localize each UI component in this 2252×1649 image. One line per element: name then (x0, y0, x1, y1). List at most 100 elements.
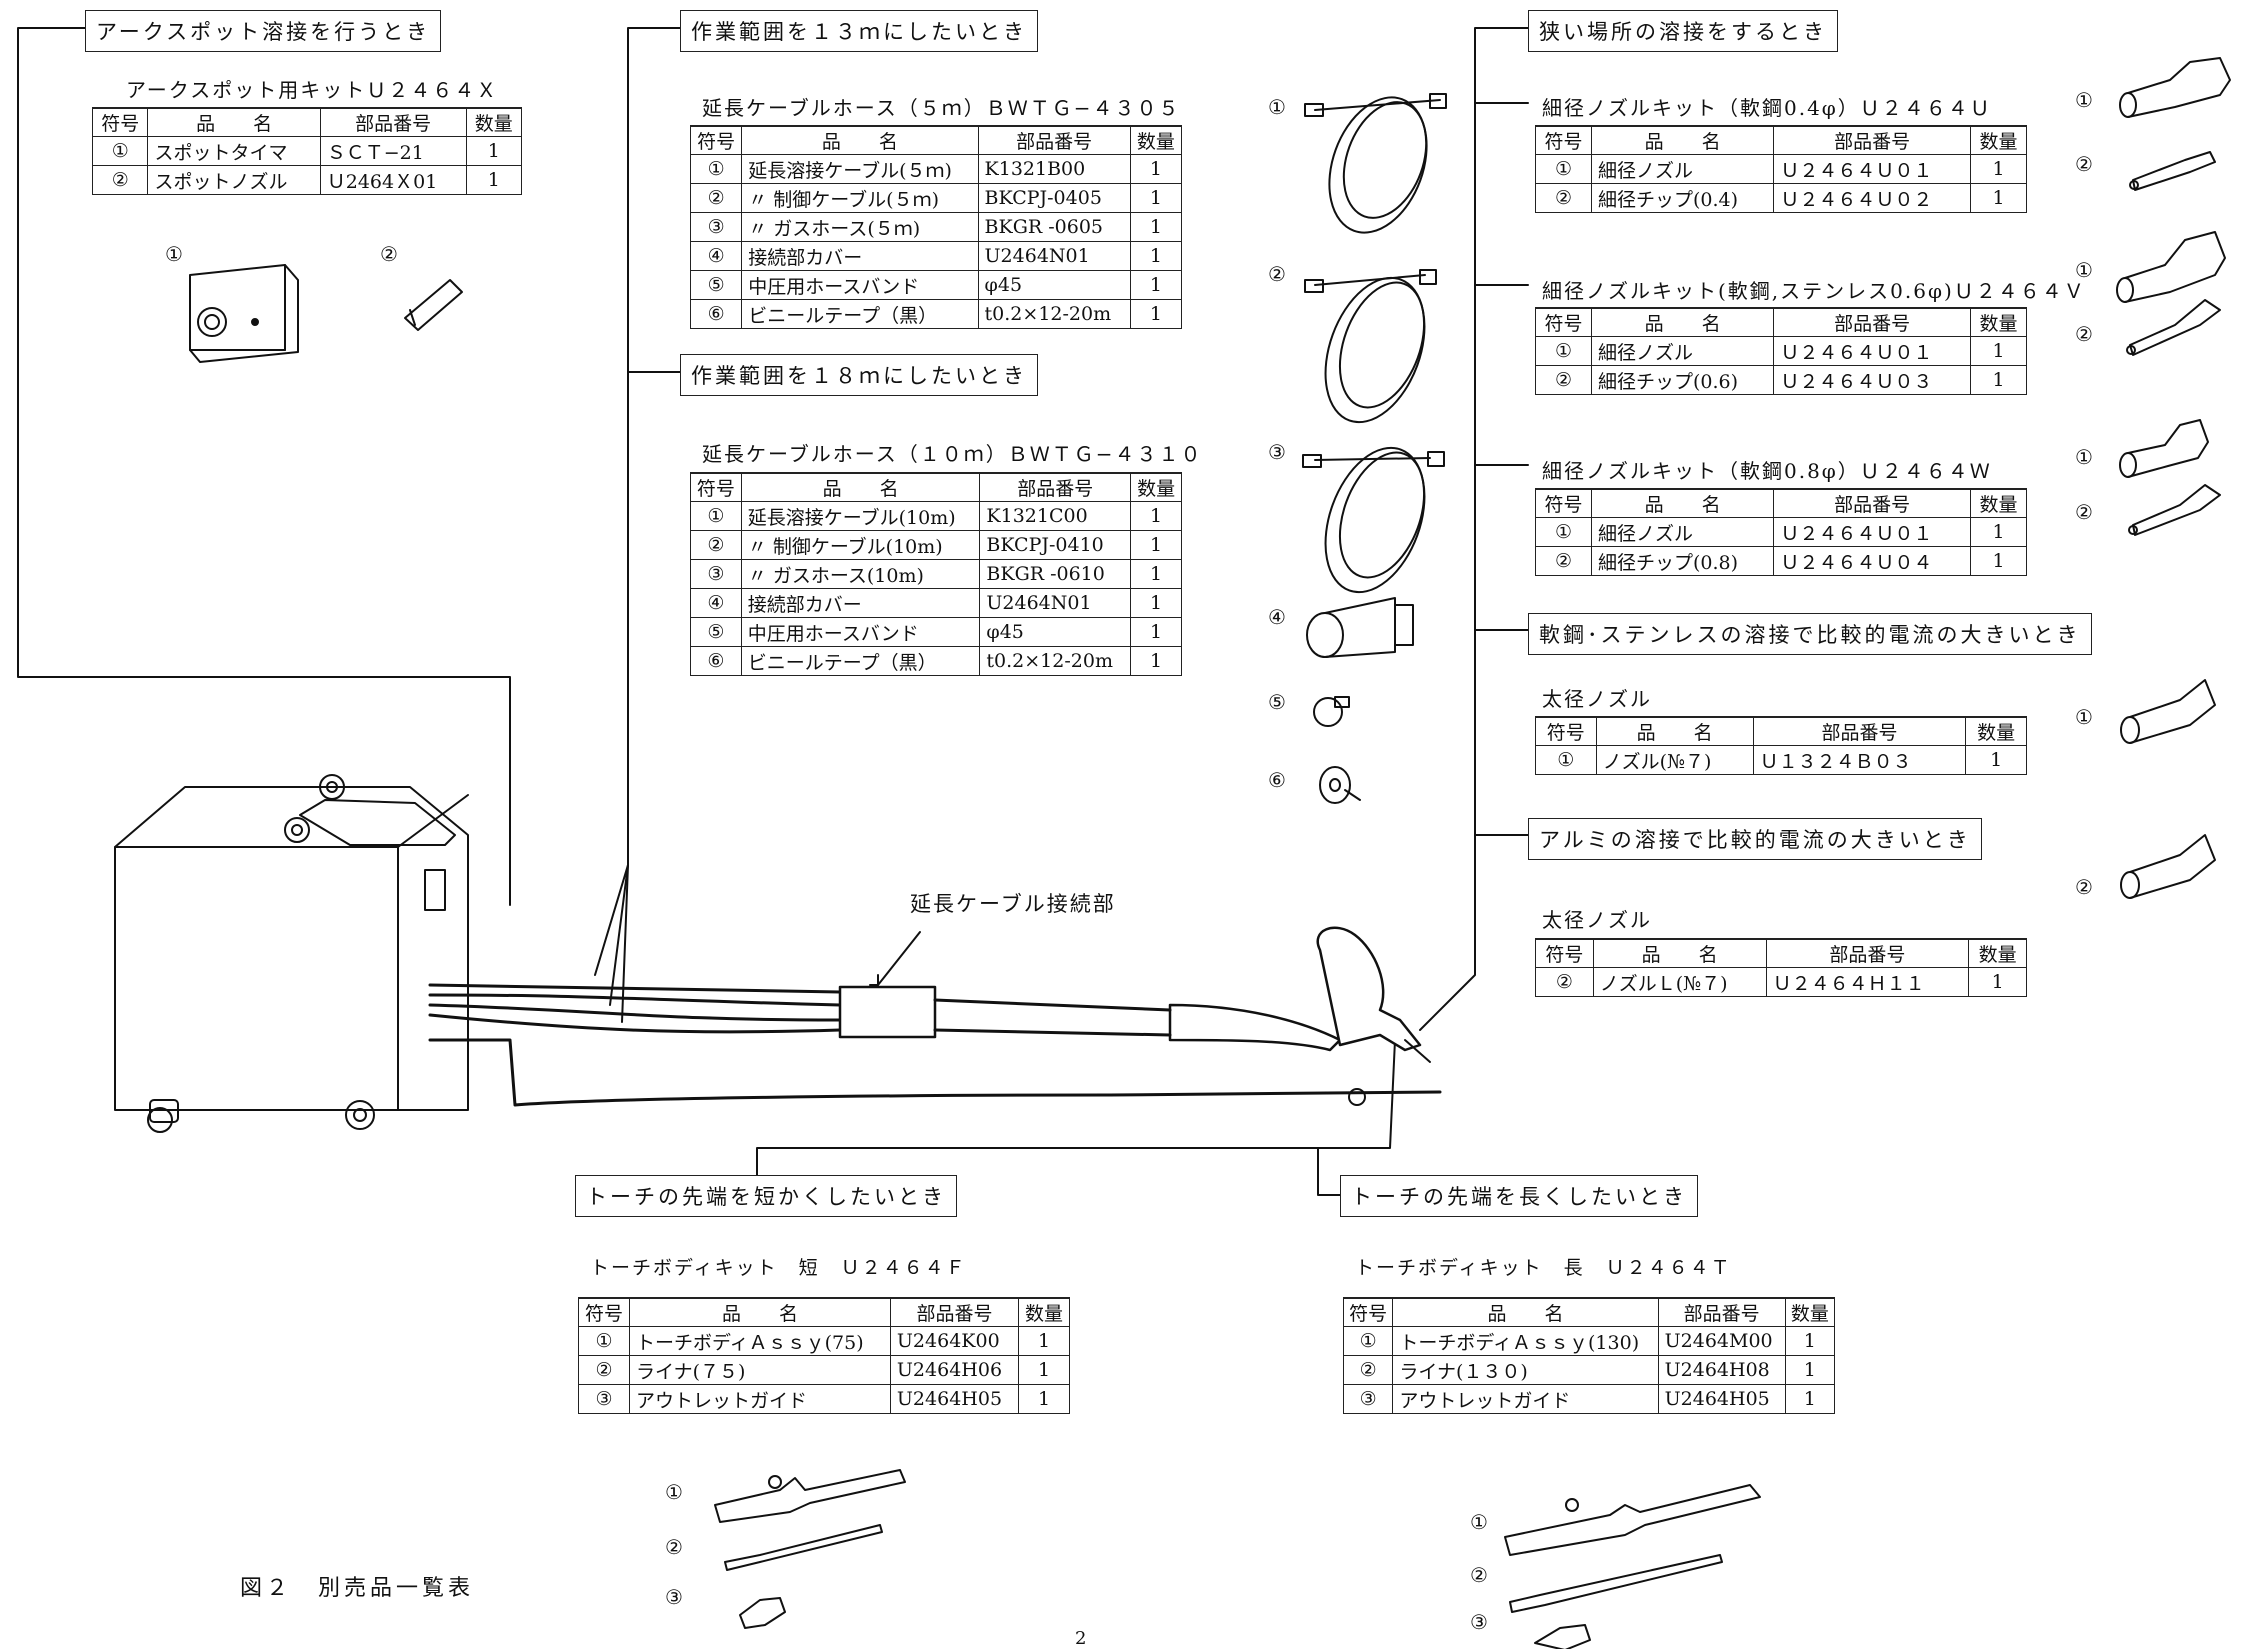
cell-part: K1321B00 (977, 154, 1131, 184)
header-sym: 符号 (1534, 488, 1593, 518)
header-qty: 数量 (1968, 938, 2027, 968)
cell-name: トーチボディＡｓｓｙ(130) (1392, 1326, 1659, 1356)
spot-timer-illustration (189, 264, 299, 363)
cell-qty: 1 (1017, 1326, 1071, 1356)
cell-sym: ① (1534, 154, 1593, 184)
cell-part: Ｕ２４６４Ｕ０１ (1773, 154, 1971, 184)
fig-num: ② (1268, 262, 1286, 286)
nozzle-3 (2119, 419, 2209, 478)
fig-num: ⑤ (1268, 690, 1286, 714)
cell-qty: 1 (1784, 1355, 1836, 1385)
cell-part: U2464H05 (889, 1384, 1019, 1414)
cell-name: ライナ(７５) (628, 1355, 891, 1385)
nozzle-2 (2116, 231, 2226, 303)
extension-cables (428, 983, 1442, 1107)
cell-name: 〃 ガスホース(５ｍ) (741, 212, 979, 242)
cell-qty: 1 (1130, 588, 1182, 618)
header-part: 部品番号 (1773, 307, 1971, 337)
cell-sym: ① (1535, 745, 1597, 775)
title-18m-kit: 延長ケーブルホース（１０ｍ）ＢＷＴＧ−４３１０ (702, 442, 1203, 466)
connection-cover-illustration (1306, 597, 1414, 658)
cell-name: 細径チップ(0.6) (1591, 365, 1775, 395)
cell-qty: 1 (1130, 530, 1182, 560)
cell-part: φ45 (979, 617, 1132, 647)
cell-part: U2464H06 (889, 1355, 1019, 1385)
cell-sym: ① (578, 1326, 630, 1356)
header-name: 品 名 (1591, 307, 1775, 337)
large-nozzle-1 (2120, 679, 2216, 744)
header-sym: 符号 (1535, 716, 1597, 746)
cell-part: ＳＣＴ−21 (319, 136, 467, 166)
short-liner (724, 1524, 883, 1571)
cell-qty: 1 (1130, 559, 1182, 589)
cell-sym: ② (1534, 546, 1593, 576)
cell-part: Ｕ2464Ｘ01 (319, 165, 467, 195)
cell-qty: 1 (1017, 1355, 1071, 1385)
header-name: 品 名 (741, 125, 979, 155)
header-name: 品 名 (1592, 938, 1767, 968)
cell-qty: 1 (1130, 501, 1182, 531)
welder-machine (114, 774, 469, 1133)
cell-sym: ② (1534, 183, 1593, 213)
fig-num: ① (665, 1480, 683, 1504)
cell-sym: ② (1535, 967, 1594, 997)
cell-name: ノズルＬ(№７) (1592, 967, 1767, 997)
header-sym: 符号 (1342, 1297, 1394, 1327)
header-name: 品 名 (628, 1297, 891, 1327)
fig-num: ① (2075, 705, 2093, 729)
header-sym: 符号 (91, 107, 149, 137)
leader-long (1317, 1147, 1341, 1196)
cell-part: U2464H08 (1657, 1355, 1786, 1385)
header-sym: 符号 (1534, 125, 1593, 155)
fig-num: ④ (1268, 605, 1286, 629)
cell-sym: ⑤ (690, 617, 742, 647)
hose-band-illustration (1313, 696, 1350, 727)
cell-part: Ｕ２４６４Ｈ１１ (1765, 967, 1970, 997)
header-part: 部品番号 (889, 1297, 1019, 1327)
page-number: 2 (1075, 1628, 1087, 1649)
caption-long-torch: トーチの先端を長くしたいとき (1340, 1175, 1698, 1217)
cell-sym: ① (1534, 336, 1593, 366)
cell-part: BKGR -0605 (977, 212, 1131, 242)
header-name: 品 名 (1392, 1297, 1659, 1327)
leader-spot (17, 27, 511, 906)
header-part: 部品番号 (1773, 488, 1971, 518)
header-qty: 数量 (1969, 488, 2028, 518)
title-short-torch-kit: トーチボディキット 短 Ｕ２４６４Ｆ (590, 1257, 967, 1279)
header-qty: 数量 (1130, 472, 1182, 502)
cell-name: ビニールテープ（黒） (741, 299, 979, 329)
cell-part: U2464N01 (977, 241, 1131, 271)
cell-part: U2464K00 (889, 1326, 1019, 1356)
cell-name: スポットタイマ (147, 136, 321, 166)
header-sym: 符号 (690, 472, 742, 502)
cell-sym: ③ (1342, 1384, 1394, 1414)
cell-part: K1321C00 (979, 501, 1132, 531)
fig-num: ② (2075, 875, 2093, 899)
header-qty: 数量 (1017, 1297, 1071, 1327)
nozzle-1 (2119, 57, 2231, 118)
cell-sym: ① (690, 501, 742, 531)
vinyl-tape-illustration (1319, 766, 1361, 804)
caption-large-steel: 軟鋼･ステンレスの溶接で比較的電流の大きいとき (1528, 613, 2092, 655)
cell-name: 〃 制御ケーブル(５ｍ) (741, 183, 979, 213)
cell-name: ライナ(１３０) (1392, 1355, 1659, 1385)
cell-name: トーチボディＡｓｓｙ(75) (628, 1326, 891, 1356)
cable-coil-1 (1304, 93, 1447, 234)
cell-name: ノズル(№７) (1595, 745, 1754, 775)
cell-part: Ｕ２４６４Ｕ０１ (1773, 517, 1971, 547)
torch-body (1316, 926, 1431, 1106)
cell-part: Ｕ１３２４Ｂ０３ (1752, 745, 1967, 775)
